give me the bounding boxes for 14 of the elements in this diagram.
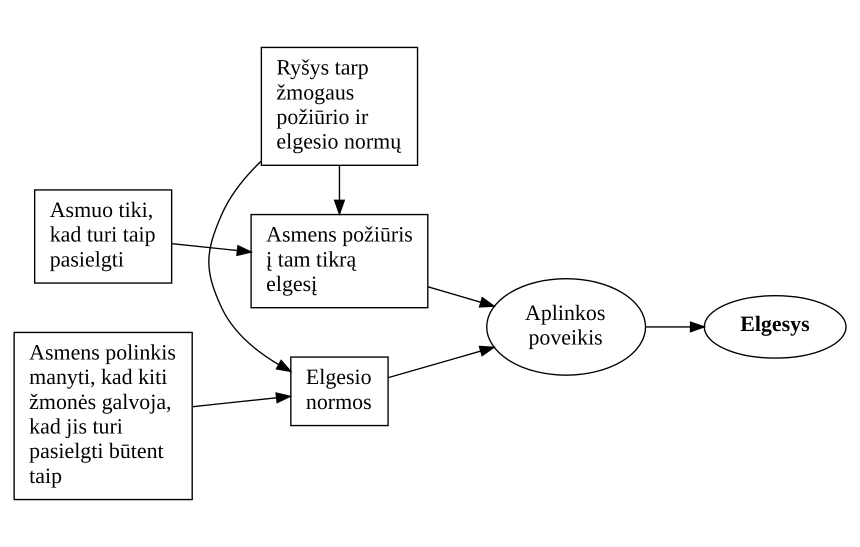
arrow xyxy=(208,160,293,372)
node-box: Asmuo tiki, kad turi taip pasielgti xyxy=(34,189,172,284)
arrow xyxy=(172,242,254,256)
arrow xyxy=(192,392,292,408)
node-box: Asmens polinkis manyti, kad kiti žmonės galvoja, kad jis turi pasielgti būtent taip xyxy=(13,332,193,500)
arrow xyxy=(646,321,706,333)
arrow xyxy=(388,346,496,378)
node-box: Ryšys tarp žmogaus požiūrio ir elgesio normų xyxy=(260,46,418,166)
node-box: Elgesio normos xyxy=(290,356,389,426)
arrow xyxy=(428,286,496,308)
node-ellipse: Elgesys xyxy=(704,295,847,359)
arrow xyxy=(334,166,346,216)
node-ellipse: Aplinkos poveikis xyxy=(486,278,646,376)
node-box: Asmens požiūris į tam tikrą elgesį xyxy=(250,214,428,308)
